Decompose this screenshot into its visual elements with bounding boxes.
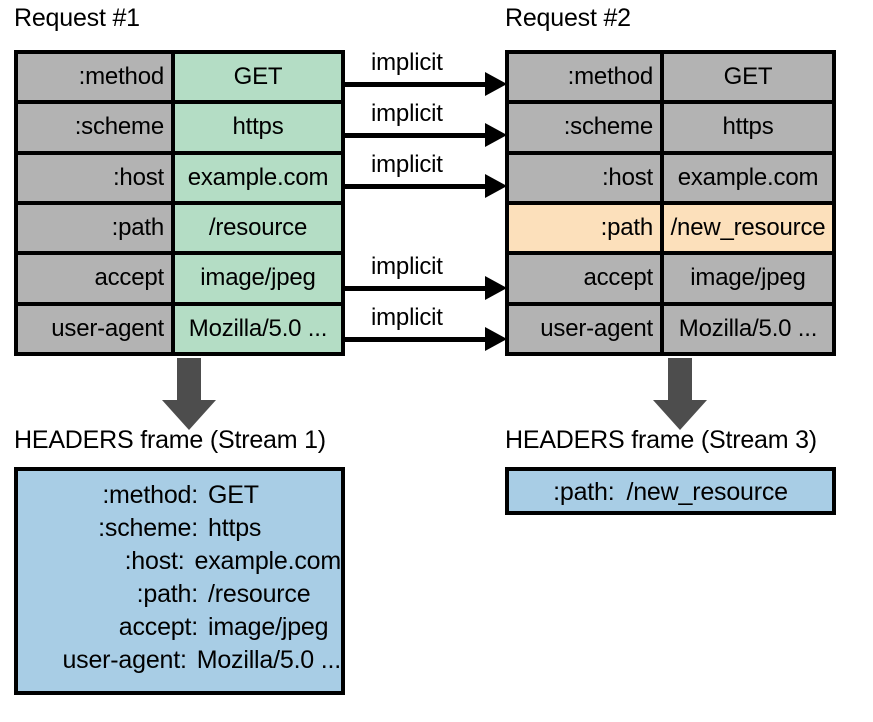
request2-title: Request #2 [505,4,631,32]
header-value-cell: /resource [171,204,341,252]
arrow-shaft [177,358,201,402]
frame-header-name: accept: [118,613,198,641]
list-item: :path: /new_resource [509,476,832,509]
arrow-line [345,184,493,189]
table-row[interactable]: :scheme https [509,104,832,155]
implicit-label: implicit [371,100,443,127]
header-value-cell: /new_resource [660,204,832,252]
list-item: :path: /resource [18,578,341,611]
header-name-cell: accept [18,255,171,302]
header-name-cell: :scheme [18,104,171,151]
header-value-cell: example.com [660,154,832,201]
down-arrow-icon-right [653,358,707,430]
frame-header-value: /new_resource [626,478,788,506]
table-row[interactable]: accept image/jpeg [18,255,341,306]
frame-header-value: Mozilla/5.0 ... [196,646,341,674]
arrow-head-icon [485,327,507,351]
header-name-cell: :method [18,54,171,101]
frame-header-name: :host: [124,547,185,575]
frame-header-name: user-agent: [62,646,187,674]
implicit-label: implicit [371,49,443,76]
arrow-line [345,133,493,138]
frame-header-name: :path: [136,580,199,608]
frame-header-value: image/jpeg [208,613,329,641]
frame-header-value: /resource [208,580,311,608]
table-row[interactable]: user-agent Mozilla/5.0 ... [509,305,832,352]
arrow-head [162,400,216,430]
header-name-cell: user-agent [509,305,660,352]
header-name-cell: :path [18,204,171,252]
header-value-cell: Mozilla/5.0 ... [660,305,832,352]
header-value-cell: GET [171,54,341,101]
header-name-cell: :host [18,154,171,201]
frame-header-name: :method: [102,481,198,509]
header-value-cell: image/jpeg [171,255,341,302]
arrow-line [345,82,493,87]
header-value-cell: https [171,104,341,151]
table-row[interactable]: :scheme https [18,104,341,155]
table-row[interactable]: :path /resource [18,204,341,256]
header-name-cell: :method [509,54,660,101]
list-item: accept: image/jpeg [18,611,341,644]
arrow-line [345,337,493,342]
request2-header-table: :method GET :scheme https :host example.… [505,50,836,356]
implicit-label: implicit [371,304,443,331]
request1-title: Request #1 [14,4,140,32]
list-item: :scheme: https [18,512,341,545]
request1-header-table: :method GET :scheme https :host example.… [14,50,345,356]
arrow-head-icon [485,276,507,300]
implicit-label: implicit [371,253,443,280]
arrow-head-icon [485,72,507,96]
table-row[interactable]: accept image/jpeg [509,255,832,306]
headers-frame-stream1: :method: GET :scheme: https :host: examp… [14,467,345,695]
table-row-highlighted[interactable]: :path /new_resource [509,204,832,256]
table-row[interactable]: user-agent Mozilla/5.0 ... [18,305,341,352]
header-name-cell: :host [509,154,660,201]
arrow-head-icon [485,174,507,198]
list-item: :method: GET [18,479,341,512]
down-arrow-icon-left [162,358,216,430]
table-row[interactable]: :host example.com [18,154,341,205]
table-row[interactable]: :host example.com [509,154,832,205]
header-name-cell: :scheme [509,104,660,151]
table-row[interactable]: :method GET [509,54,832,105]
header-name-cell: accept [509,255,660,302]
frame-header-value: example.com [194,547,342,575]
list-item: user-agent: Mozilla/5.0 ... [18,644,341,677]
frame-header-value: https [208,514,262,542]
frame-header-value: GET [208,481,259,509]
header-value-cell: Mozilla/5.0 ... [171,305,341,352]
header-value-cell: https [660,104,832,151]
header-value-cell: image/jpeg [660,255,832,302]
frame-stream3-caption: HEADERS frame (Stream 3) [505,426,817,454]
frame-header-name: :path: [553,478,615,506]
header-value-cell: example.com [171,154,341,201]
implicit-label: implicit [371,151,443,178]
header-name-cell: :path [509,204,660,252]
arrow-line [345,286,493,291]
headers-frame-stream3: :path: /new_resource [505,467,836,515]
list-item: :host: example.com [18,545,342,578]
frame-stream1-caption: HEADERS frame (Stream 1) [14,426,326,454]
arrow-shaft [668,358,692,402]
header-value-cell: GET [660,54,832,101]
frame-header-name: :scheme: [98,514,198,542]
arrow-head-icon [485,123,507,147]
header-name-cell: user-agent [18,305,171,352]
arrow-head [653,400,707,430]
table-row[interactable]: :method GET [18,54,341,105]
